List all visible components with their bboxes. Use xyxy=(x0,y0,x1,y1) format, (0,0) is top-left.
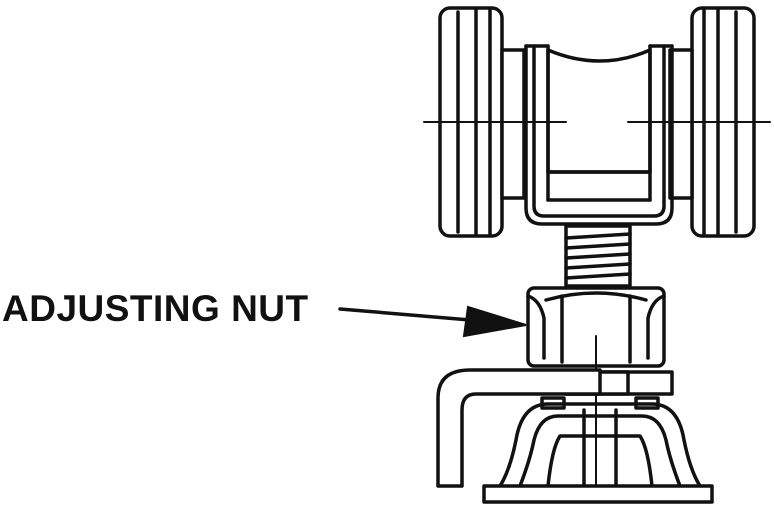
u-bracket xyxy=(524,44,674,226)
leader-arrow xyxy=(338,305,527,338)
threaded-stud xyxy=(564,224,632,288)
base-mount xyxy=(498,396,702,488)
center-roller xyxy=(546,48,652,202)
bracket-arm xyxy=(436,368,602,488)
adjusting-nut xyxy=(526,286,666,501)
adjusting-nut-label: ADJUSTING NUT xyxy=(2,288,309,329)
base-plate xyxy=(482,484,714,504)
